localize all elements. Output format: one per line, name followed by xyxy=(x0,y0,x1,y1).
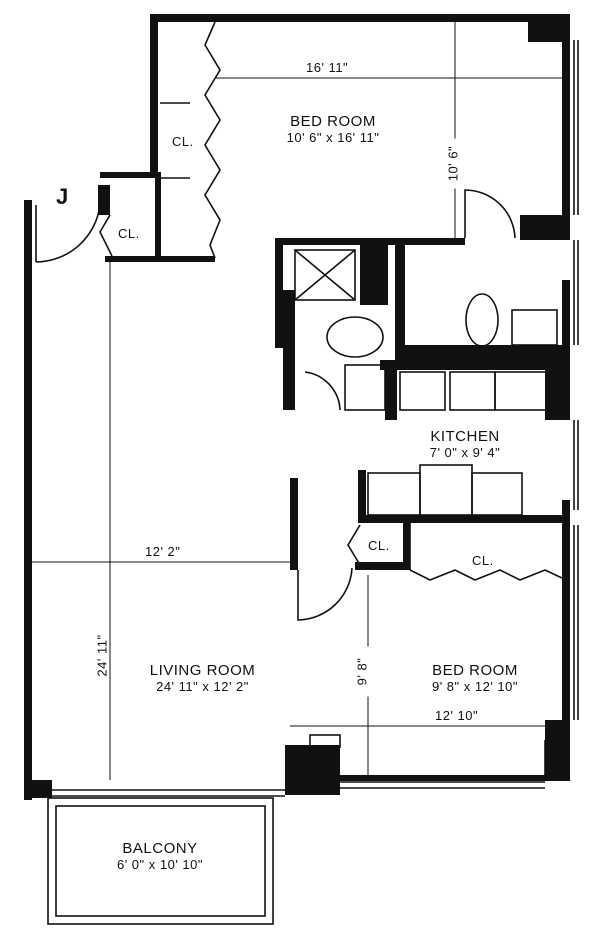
sink-bath-1 xyxy=(344,364,386,411)
shower-stall xyxy=(294,249,356,301)
corner-block-kitchen xyxy=(545,370,570,420)
wall-living-partition xyxy=(290,478,298,570)
kitchen-label: KITCHEN 7' 0" x 9' 4" xyxy=(405,428,525,460)
entry-marker: J xyxy=(56,184,69,209)
dim-living-length: 24' 11" xyxy=(94,630,110,681)
sink-bath-2 xyxy=(511,309,558,346)
balcony-label: BALCONY 6' 0" x 10' 10" xyxy=(95,840,225,872)
wall-bottom-left xyxy=(24,780,52,798)
wall-right-upper xyxy=(562,14,570,224)
kitchen-counter-top-wall xyxy=(380,360,565,370)
living-room-name: LIVING ROOM xyxy=(149,662,256,679)
balcony-size: 6' 0" x 10' 10" xyxy=(116,857,204,872)
kitchen-name: KITCHEN xyxy=(430,428,500,445)
bedroom-bottom-label: BED ROOM 9' 8" x 12' 10" xyxy=(405,662,545,694)
closet-door-bottom-bedroom xyxy=(409,569,563,581)
wall-bottom-right xyxy=(340,775,570,781)
kitchen-lower-3 xyxy=(471,472,523,516)
shower-diag-2 xyxy=(294,249,356,301)
kitchen-wall-left xyxy=(385,365,397,420)
wall-right-lower xyxy=(562,500,570,780)
closet-label-entry: CL. xyxy=(118,226,140,241)
bedroom-bottom-door-swing xyxy=(297,567,353,621)
wall-bath-right-thick xyxy=(360,245,388,305)
wall-bottom-mid xyxy=(285,745,340,795)
corner-block-tr xyxy=(528,22,562,42)
kitchen-size: 7' 0" x 9' 4" xyxy=(429,445,501,460)
wall-left xyxy=(24,200,32,800)
kitchen-lower-wall xyxy=(358,515,568,523)
balcony-name: BALCONY xyxy=(122,840,198,857)
wall-entry-closet-top xyxy=(100,172,160,178)
kitchen-counter-1 xyxy=(494,371,551,411)
kitchen-left-post xyxy=(358,470,366,520)
dim-bottom-width: 12' 10" xyxy=(432,708,482,723)
entry-closet-door xyxy=(99,214,113,257)
radiator xyxy=(309,734,341,748)
closet-label-bottom-bedroom: CL. xyxy=(472,553,494,568)
toilet-bath-2 xyxy=(465,293,499,347)
kitchen-range xyxy=(399,371,446,411)
wall-cl-hall-right xyxy=(403,520,410,570)
dim-top-width: 16' 11" xyxy=(303,60,352,75)
entry-door-jamb xyxy=(98,185,110,215)
wall-top-left-vertical xyxy=(150,14,158,174)
wall-shower-left xyxy=(283,290,295,410)
bedroom-top-door-swing xyxy=(464,189,516,239)
bedroom-top-size: 10' 6" x 16' 11" xyxy=(286,130,380,145)
bedroom-bottom-name: BED ROOM xyxy=(432,662,518,679)
wall-top xyxy=(150,14,570,22)
dim-top-depth: 10' 6" xyxy=(445,138,461,189)
living-room-size: 24' 11" x 12' 2" xyxy=(156,679,249,694)
bath-door-swing xyxy=(304,371,341,411)
wall-cl-hall xyxy=(355,562,405,570)
wall-bath-divider xyxy=(395,245,405,365)
wall-bath-top xyxy=(275,238,465,245)
bedroom-top-label: BED ROOM 10' 6" x 16' 11" xyxy=(258,113,408,145)
dim-living-width: 12' 2" xyxy=(142,544,184,559)
corner-block-mid xyxy=(520,215,570,240)
wall-top-closet-left xyxy=(155,172,161,262)
living-room-label: LIVING ROOM 24' 11" x 12' 2" xyxy=(125,662,280,694)
bedroom-top-name: BED ROOM xyxy=(290,113,376,130)
balcony-outline xyxy=(47,797,274,925)
closet-label-top-bedroom: CL. xyxy=(172,134,194,149)
corner-post-br xyxy=(545,720,570,780)
wall-right-mid xyxy=(562,280,570,420)
kitchen-lower-2 xyxy=(419,464,473,516)
kitchen-sink xyxy=(449,371,496,411)
bedroom-bottom-size: 9' 8" x 12' 10" xyxy=(431,679,519,694)
toilet-bath-1 xyxy=(326,316,384,358)
entry-door-swing xyxy=(35,204,101,263)
hall-closet-door xyxy=(347,524,361,566)
wall-bath-left xyxy=(275,238,283,348)
dim-bottom-depth: 9' 8" xyxy=(354,646,370,697)
balcony-inner xyxy=(55,805,266,917)
closet-label-hall: CL. xyxy=(368,538,390,553)
kitchen-lower-1 xyxy=(367,472,421,516)
closet-door-top-bedroom xyxy=(204,21,221,259)
